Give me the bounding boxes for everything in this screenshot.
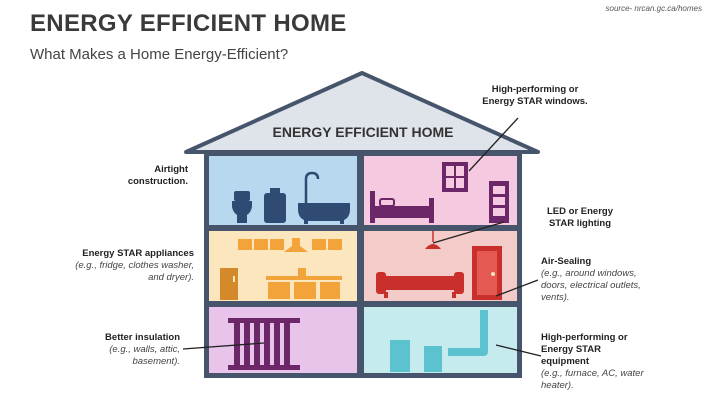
annotation-air-sealing-heading: Air-Sealing (541, 256, 592, 267)
annotation-insulation-heading: Better insulation (105, 332, 180, 343)
window-icon (442, 162, 468, 192)
roof-label: ENERGY EFFICIENT HOME (272, 124, 454, 140)
fridge-icon (220, 268, 238, 300)
annotation-windows: High-performing or Energy STAR windows. (476, 84, 594, 108)
annotation-windows-heading: High-performing or Energy STAR windows. (482, 84, 588, 107)
annotation-appliances-detail: (e.g., fridge, clothes washer, and dryer… (75, 260, 194, 283)
annotation-airtight-heading: Airtight construction. (127, 164, 188, 187)
dresser-icon (489, 181, 509, 223)
page-subtitle: What Makes a Home Energy-Efficient? (30, 46, 289, 63)
door-icon (472, 246, 502, 300)
insulation-panel-icon (228, 318, 300, 370)
annotation-appliances-heading: Energy STAR appliances (82, 248, 194, 259)
source-note: source- nrcan.gc.ca/homes (605, 4, 703, 13)
annotation-led-heading: LED or Energy STAR lighting (547, 206, 613, 229)
range-hood-icon (284, 238, 308, 252)
room-insulation (209, 307, 357, 373)
annotation-insulation: Better insulation (e.g., walls, attic, b… (80, 332, 180, 368)
duct-icon (448, 310, 488, 356)
annotation-led: LED or Energy STAR lighting (534, 206, 626, 230)
kitchen-cabinets-icon (238, 239, 342, 250)
ceiling-lamp-icon (425, 231, 441, 249)
annotation-air-sealing-detail: (e.g., around windows, doors, electrical… (541, 268, 641, 303)
annotation-appliances: Energy STAR appliances (e.g., fridge, cl… (70, 248, 194, 284)
bathtub-icon (298, 171, 350, 224)
annotation-equipment-heading: High-performing or Energy STAR equipment (541, 332, 628, 367)
leader-lines (182, 117, 542, 357)
annotation-equipment: High-performing or Energy STAR equipment… (541, 332, 651, 392)
annotation-equipment-detail: (e.g., furnace, AC, water heater). (541, 368, 644, 391)
furnace-icon (390, 340, 442, 372)
page-title: ENERGY EFFICIENT HOME (30, 10, 347, 37)
kitchen-counter-icon (266, 268, 342, 299)
annotation-air-sealing: Air-Sealing (e.g., around windows, doors… (541, 256, 651, 304)
toilet-icon (232, 191, 252, 223)
annotation-airtight: Airtight construction. (100, 164, 188, 188)
water-heater-icon (264, 188, 286, 223)
sofa-icon (376, 272, 464, 298)
annotation-insulation-detail: (e.g., walls, attic, basement). (109, 344, 180, 367)
bed-icon (370, 191, 434, 223)
